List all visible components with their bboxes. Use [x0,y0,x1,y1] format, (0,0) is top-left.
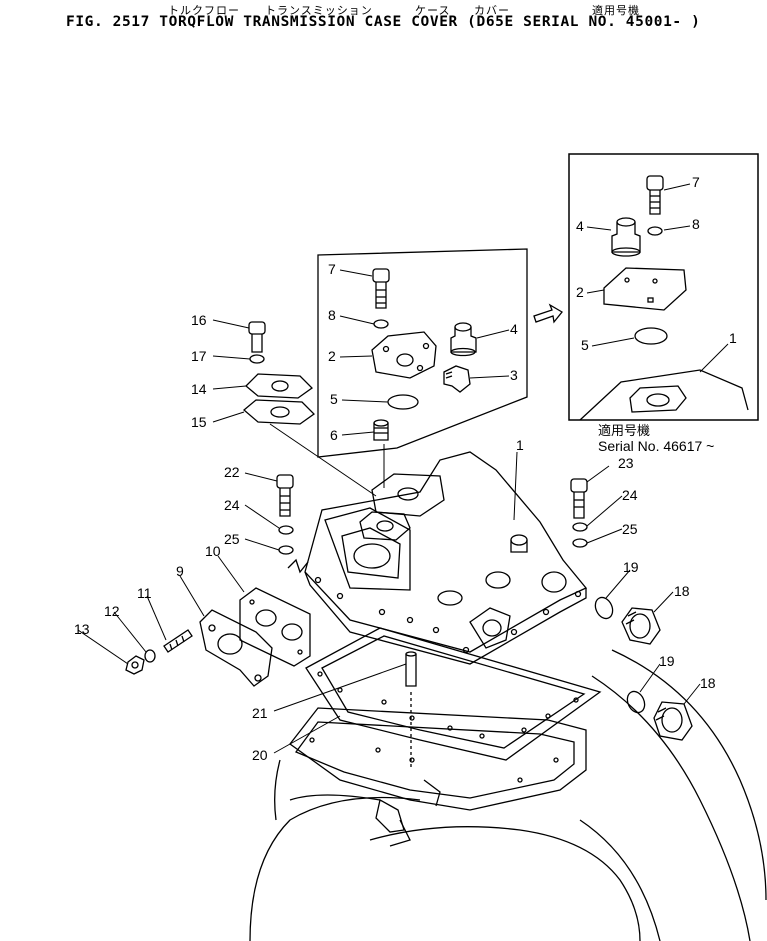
inset-frame [568,153,759,421]
callout-2: 2 [328,348,336,364]
callout-19-lower: 19 [659,653,675,669]
jp-case: ケース [415,4,451,17]
inset-serial-number: Serial No. 46617 ~ [598,438,715,454]
callout-25: 25 [224,531,240,547]
callout-19: 19 [623,559,639,575]
leader-lines [77,183,729,754]
transmission-case-outline [249,649,767,941]
right-bolt-parts [570,478,588,548]
callout-16: 16 [191,312,207,328]
case-cover [287,451,588,665]
japanese-caption: トルクフロー トランスミッション ケース カバー 適用号機 [0,2,767,17]
callout-3: 3 [510,367,518,383]
subassembly-parts [371,268,477,441]
inset-parts [579,175,749,421]
callout-18-lower: 18 [700,675,716,691]
callout-4: 4 [510,321,518,337]
figure-title: FIG. 2517 TORQFLOW TRANSMISSION CASE COV… [66,14,701,30]
gasket-and-dowel [305,627,602,770]
callout-18: 18 [674,583,690,599]
callout-21: 21 [252,705,268,721]
callout-15: 15 [191,414,207,430]
callout-22: 22 [224,464,240,480]
callout-labels: 7 8 4 2 5 1 7 8 4 2 3 5 6 16 17 14 15 1 … [74,174,737,763]
plugs-and-orings [594,596,693,741]
arrow-to-inset-icon [533,303,563,324]
jp-applicable-serial: 適用号機 [592,4,640,17]
callout-25-right: 25 [622,521,638,537]
callout-7: 7 [328,261,336,277]
jp-torqflow: トルクフロー [168,4,240,17]
callout-17: 17 [191,348,207,364]
callout-1: 1 [516,437,524,453]
callout-6: 6 [330,427,338,443]
callout-7-inset: 7 [692,174,700,190]
callout-13: 13 [74,621,90,637]
side-cover-parts [125,587,311,687]
callout-14: 14 [191,381,207,397]
flange-parts [242,321,316,425]
callout-24-right: 24 [622,487,638,503]
callout-5-inset: 5 [581,337,589,353]
subassembly-frame [317,248,528,458]
callout-4-inset: 4 [576,218,584,234]
left-bolt-parts [276,474,294,555]
callout-8: 8 [328,307,336,323]
callout-8-inset: 8 [692,216,700,232]
callout-10: 10 [205,543,221,559]
callout-11: 11 [137,585,152,601]
callout-24: 24 [224,497,240,513]
callout-2-inset: 2 [576,284,584,300]
callout-5: 5 [330,391,338,407]
callout-9: 9 [176,563,184,579]
jp-cover: カバー [474,4,510,17]
callout-1-inset: 1 [729,330,737,346]
callout-23: 23 [618,455,634,471]
inset-jp-applicable-serial: 適用号機 [598,424,651,439]
jp-transmission: トランスミッション [265,4,373,17]
inset-serial-note: 適用号機 Serial No. 46617 ~ [598,424,714,454]
callout-12: 12 [104,603,120,619]
callout-20: 20 [252,747,268,763]
